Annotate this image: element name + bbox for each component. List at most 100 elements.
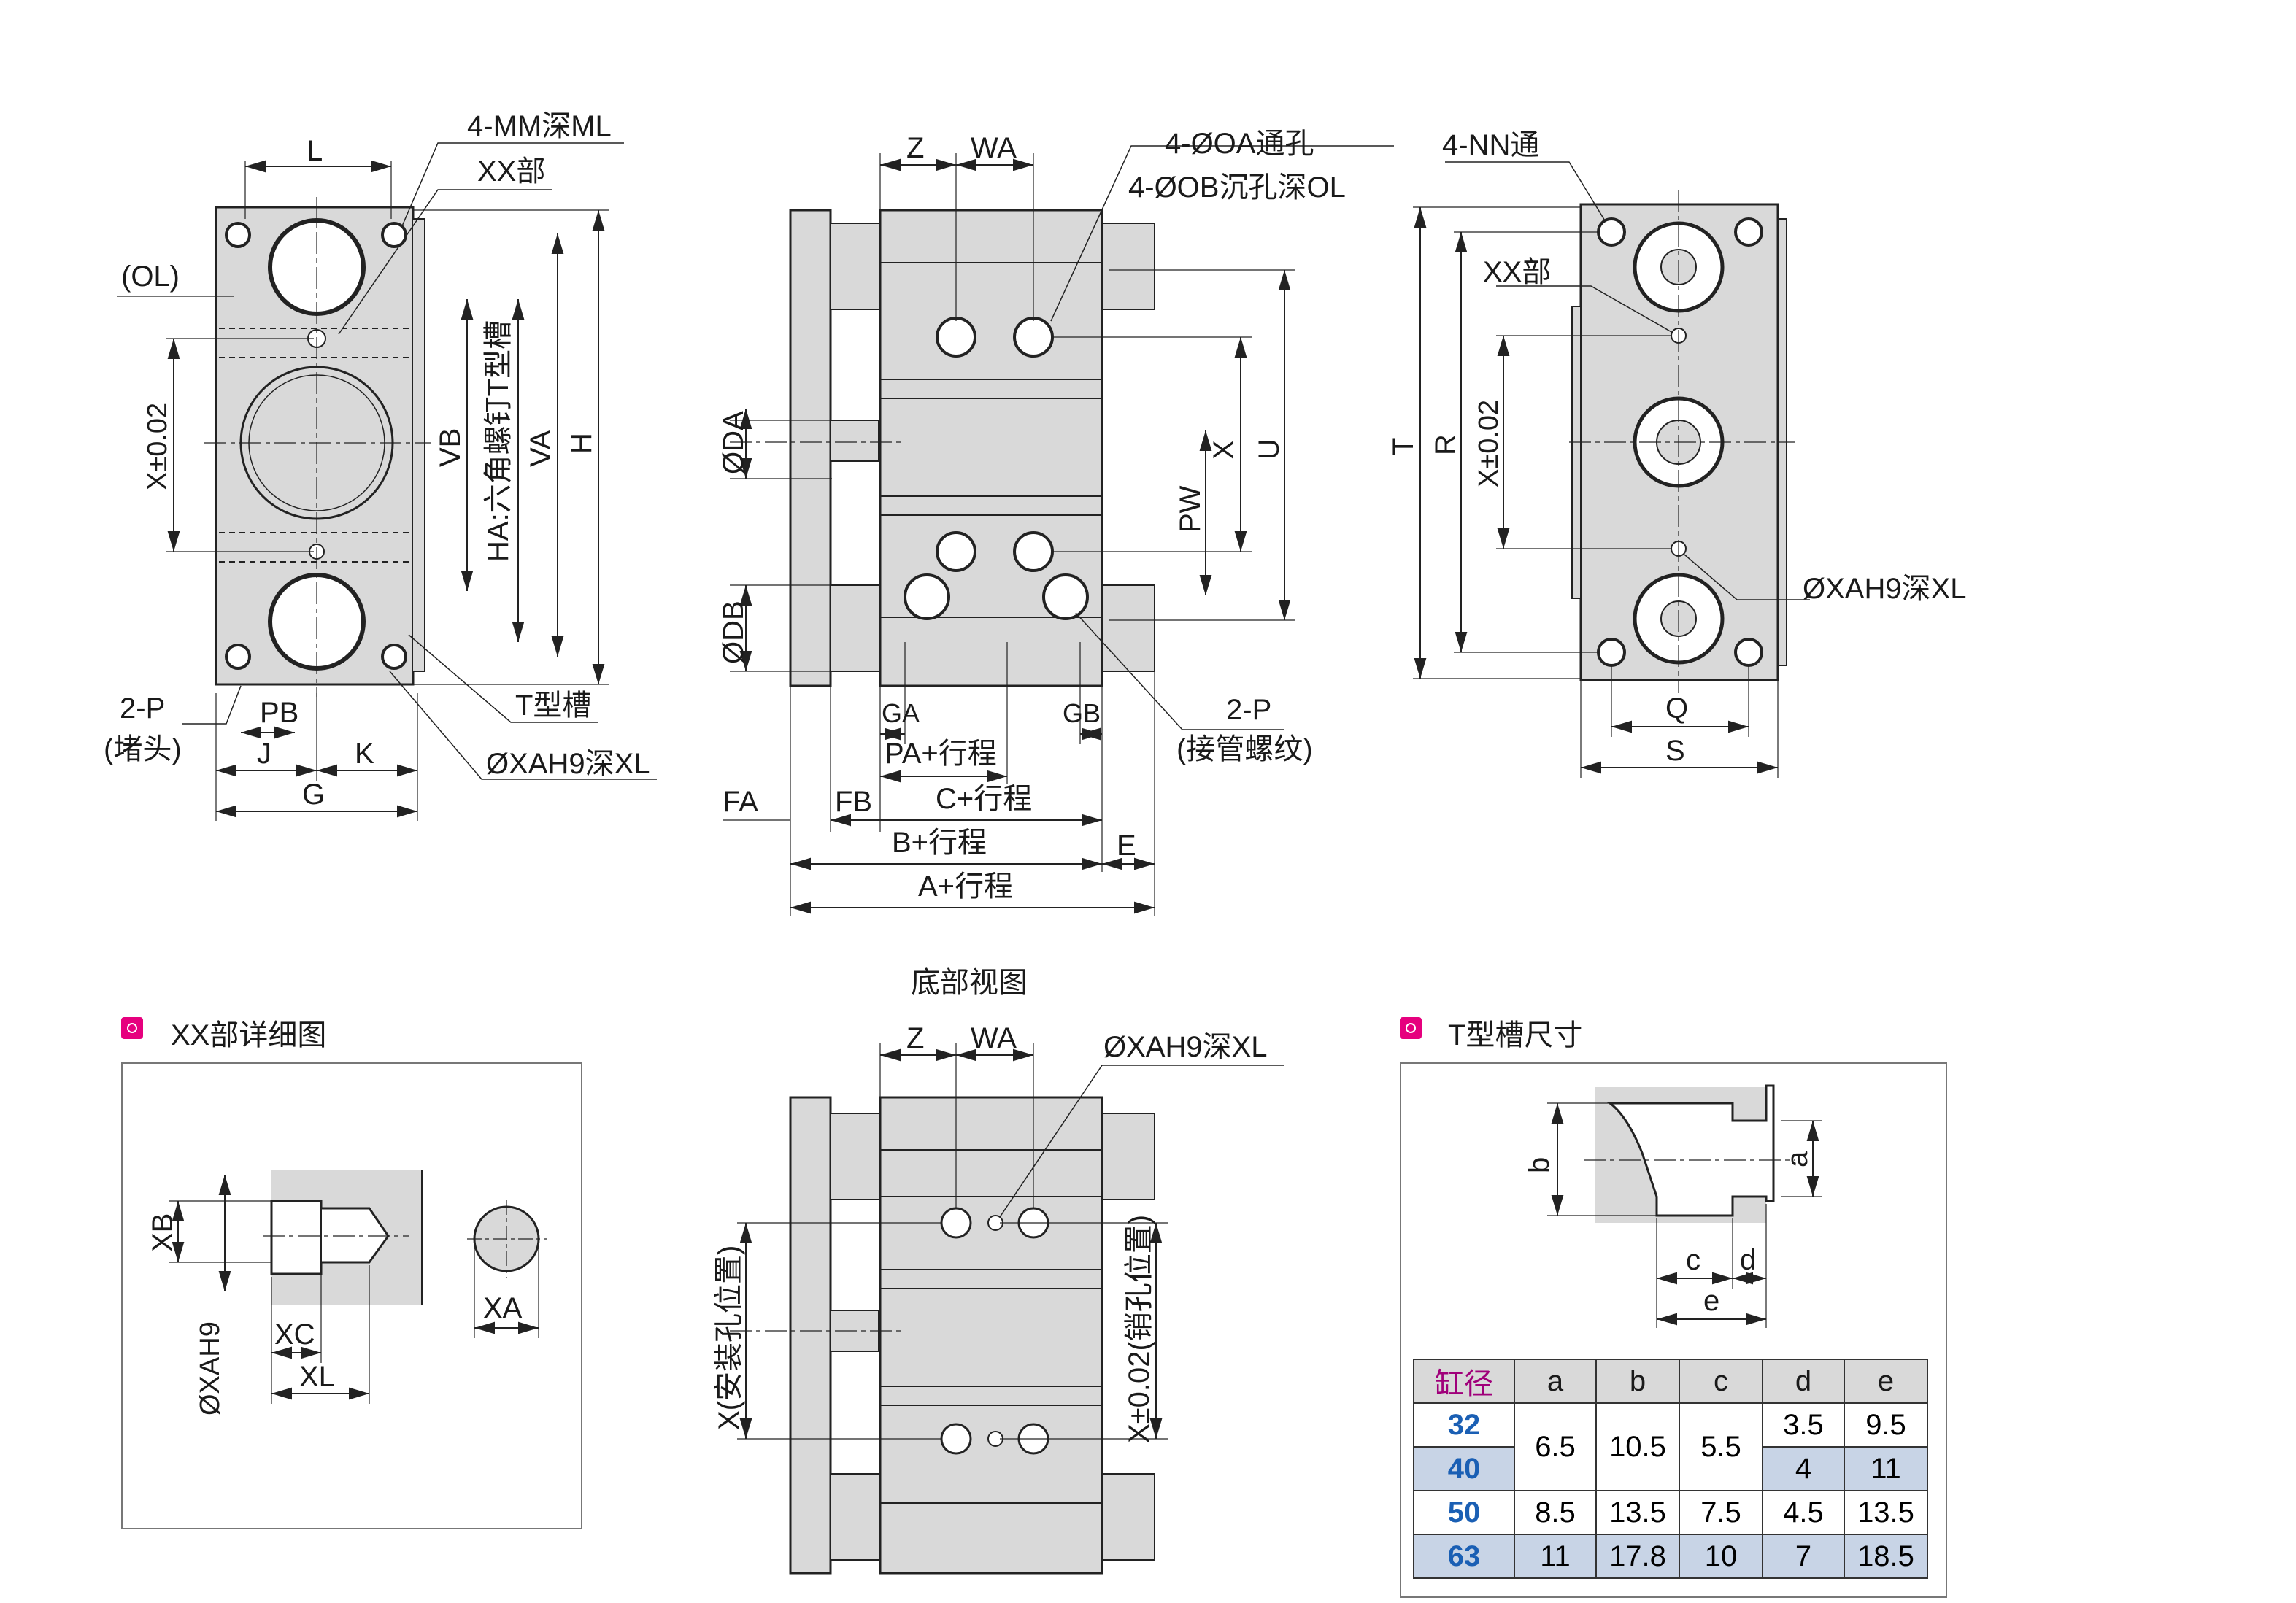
- table-row: 50 8.5 13.5 7.5 4.5 13.5: [1413, 1490, 1928, 1535]
- xx-detail-drawing: [169, 1170, 547, 1404]
- cell-b: 10.5: [1595, 1402, 1680, 1491]
- table-header-row: 缸径 a b c d e: [1413, 1359, 1928, 1404]
- label-gb: GB: [1063, 698, 1101, 728]
- label-l: L: [307, 135, 323, 167]
- cell-d: 4.5: [1762, 1490, 1845, 1535]
- label-x-tol-rear: X±0.02: [1473, 400, 1504, 487]
- header-a: a: [1514, 1359, 1597, 1404]
- label-r: R: [1430, 434, 1462, 455]
- label-xl: XL: [299, 1361, 335, 1393]
- header-d: d: [1762, 1359, 1845, 1404]
- cell-c: 10: [1679, 1534, 1763, 1579]
- header-e: e: [1844, 1359, 1928, 1404]
- label-u: U: [1253, 439, 1285, 460]
- label-a: A+行程: [918, 870, 1013, 903]
- label-e: E: [1117, 830, 1136, 862]
- cell-e: 9.5: [1844, 1402, 1928, 1448]
- section-marker-icon: [1400, 1017, 1422, 1039]
- label-ga: GA: [882, 698, 920, 728]
- cell-e: 18.5: [1844, 1534, 1928, 1579]
- label-z-bottom: Z: [906, 1022, 924, 1054]
- label-e-slot: e: [1703, 1285, 1719, 1317]
- label-xc: XC: [274, 1318, 315, 1351]
- section-marker-icon: [121, 1017, 143, 1039]
- label-b: B+行程: [892, 827, 987, 859]
- header-c: c: [1679, 1359, 1763, 1404]
- label-pb: PB: [260, 697, 298, 729]
- label-x-side: X: [1208, 440, 1240, 460]
- label-mm: 4-MM深ML: [467, 110, 612, 142]
- label-j: J: [257, 738, 271, 770]
- front-view: [117, 142, 657, 821]
- cell-c: 7.5: [1679, 1490, 1763, 1535]
- label-p: 2-P: [120, 692, 165, 725]
- cell-b: 17.8: [1595, 1534, 1680, 1579]
- label-z: Z: [906, 132, 924, 164]
- label-pa: PA+行程: [885, 738, 997, 770]
- cell-d: 4: [1762, 1446, 1845, 1491]
- header-b: b: [1595, 1359, 1680, 1404]
- label-ol: (OL): [121, 260, 180, 293]
- label-xb: XB: [147, 1213, 179, 1252]
- label-xa-rear: ØXAH9深XL: [1803, 573, 1967, 605]
- label-ob: 4-ØOB沉孔深OL: [1128, 171, 1346, 204]
- label-t: T: [1387, 438, 1419, 455]
- label-fb: FB: [835, 786, 872, 818]
- label-xa-h9: ØXAH9: [195, 1321, 226, 1415]
- cell-e: 13.5: [1844, 1490, 1928, 1535]
- t-slot-title: T型槽尺寸: [1448, 1019, 1583, 1051]
- side-view: [723, 145, 1394, 916]
- label-nn: 4-NN通: [1442, 129, 1539, 161]
- table-row: 40 4 11: [1413, 1446, 1928, 1491]
- label-b-slot: b: [1523, 1157, 1555, 1173]
- xx-detail-title: XX部详细图: [171, 1019, 327, 1051]
- label-x-pin: X±0.02(销孔位置): [1123, 1215, 1155, 1443]
- label-xa-bottom: ØXAH9深XL: [1103, 1031, 1268, 1063]
- cell-bore: 63: [1413, 1534, 1515, 1579]
- cell-d: 7: [1762, 1534, 1845, 1579]
- label-x-tol: X±0.02: [142, 403, 173, 490]
- cell-bore: 50: [1413, 1490, 1515, 1535]
- label-q: Q: [1665, 692, 1688, 725]
- label-wa-bottom: WA: [971, 1022, 1017, 1054]
- label-va: VA: [525, 430, 557, 467]
- xx-detail-panel: [121, 1062, 582, 1529]
- label-xx: XX部: [477, 155, 545, 188]
- cell-a: 6.5: [1514, 1402, 1597, 1491]
- label-db: ØDB: [717, 600, 750, 664]
- t-slot-panel: [1400, 1062, 1947, 1598]
- label-a-slot: a: [1781, 1151, 1814, 1167]
- label-vb: VB: [434, 428, 466, 467]
- label-c-slot: c: [1686, 1244, 1700, 1276]
- table-row: 32 6.5 10.5 5.5 3.5 9.5: [1413, 1402, 1928, 1491]
- label-xa-detail: XA: [483, 1292, 523, 1324]
- label-p-side-note: (接管螺纹): [1176, 733, 1313, 765]
- t-slot-drawing: [1547, 1084, 1822, 1328]
- label-da: ØDA: [717, 411, 750, 474]
- label-p-note: (堵头): [104, 733, 182, 765]
- label-pw: PW: [1174, 485, 1206, 533]
- cell-a: 11: [1514, 1534, 1597, 1579]
- cell-c: 5.5: [1679, 1402, 1763, 1491]
- label-g: G: [302, 779, 325, 811]
- label-wa: WA: [971, 132, 1017, 164]
- label-oa: 4-ØOA通孔: [1165, 128, 1314, 160]
- label-d-slot: d: [1740, 1244, 1756, 1276]
- label-t-slot: T型槽: [515, 690, 591, 722]
- label-c: C+行程: [936, 783, 1032, 815]
- table-row: 63 11 17.8 10 7 18.5: [1413, 1534, 1928, 1579]
- cell-e: 11: [1844, 1446, 1928, 1491]
- label-ha: HA:六角螺钉T型槽: [482, 320, 515, 562]
- cell-b: 13.5: [1595, 1490, 1680, 1535]
- cell-bore: 40: [1413, 1446, 1515, 1491]
- label-x-mount: X(安装孔位置): [713, 1245, 745, 1430]
- label-k: K: [355, 738, 374, 770]
- label-xx-rear: XX部: [1483, 256, 1551, 288]
- cell-bore: 32: [1413, 1402, 1515, 1448]
- header-bore: 缸径: [1413, 1359, 1515, 1404]
- label-xa-front: ØXAH9深XL: [486, 748, 650, 780]
- label-s: S: [1665, 735, 1685, 767]
- rear-view: [1413, 161, 1810, 778]
- cell-d: 3.5: [1762, 1402, 1845, 1448]
